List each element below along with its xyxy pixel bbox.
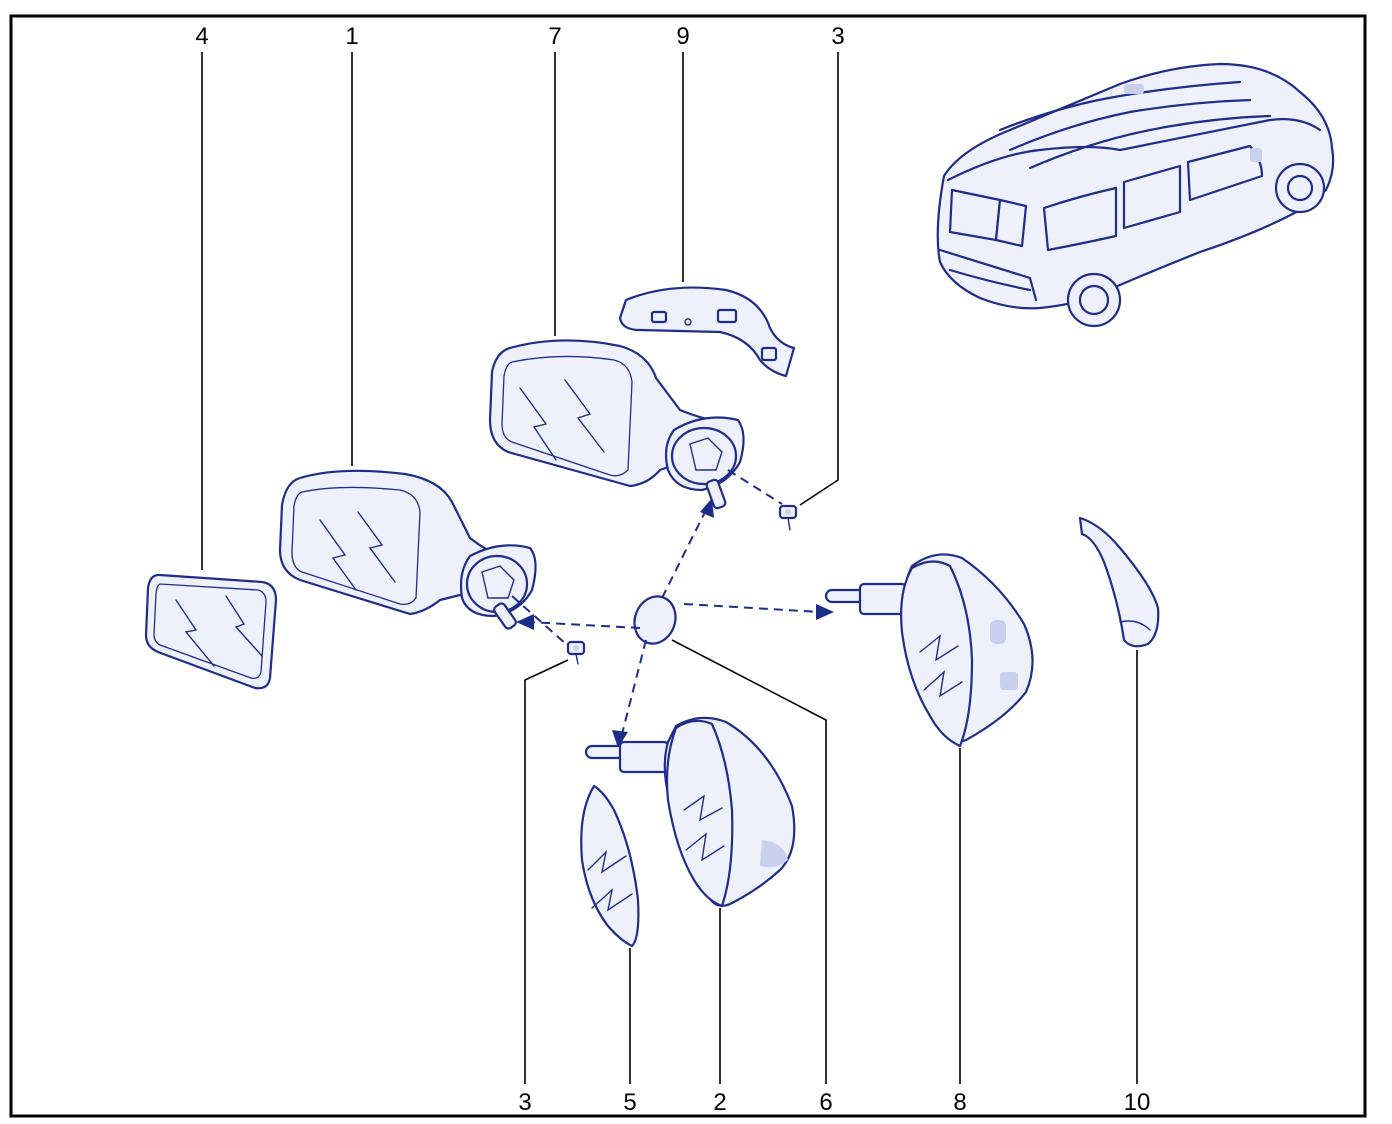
callout-bottom-3: 3 (518, 1089, 531, 1116)
callout-top-4: 4 (195, 23, 208, 50)
callout-bottom-10: 10 (1124, 1089, 1151, 1116)
callout-top-1: 1 (345, 23, 358, 50)
mirror-assembly-part-1 (278, 469, 537, 630)
leader-lines (201, 52, 1138, 1084)
cap-part-10 (1078, 516, 1160, 648)
screw-part-3-upper (778, 504, 798, 531)
mirror-shell-part-2 (584, 716, 796, 908)
diagram-frame (9, 14, 1367, 1118)
callout-bottom-5: 5 (623, 1089, 636, 1116)
callout-bottom-8: 8 (953, 1089, 966, 1116)
vehicle-illustration (936, 62, 1335, 328)
callout-top-7: 7 (548, 23, 561, 50)
callout-top-3: 3 (831, 23, 844, 50)
callout-top-9: 9 (676, 23, 689, 50)
assembly-direction-lines (511, 469, 834, 748)
mirror-shell-part-8 (824, 553, 1034, 748)
trim-cover-part-9 (618, 286, 796, 378)
mirror-glass-part-4 (144, 573, 278, 690)
callout-bottom-2: 2 (713, 1089, 726, 1116)
mirror-glass-part-5 (580, 784, 640, 948)
callout-bottom-6: 6 (819, 1089, 832, 1116)
screw-part-3-lower (566, 640, 586, 665)
mirror-assembly-part-7 (488, 339, 745, 510)
